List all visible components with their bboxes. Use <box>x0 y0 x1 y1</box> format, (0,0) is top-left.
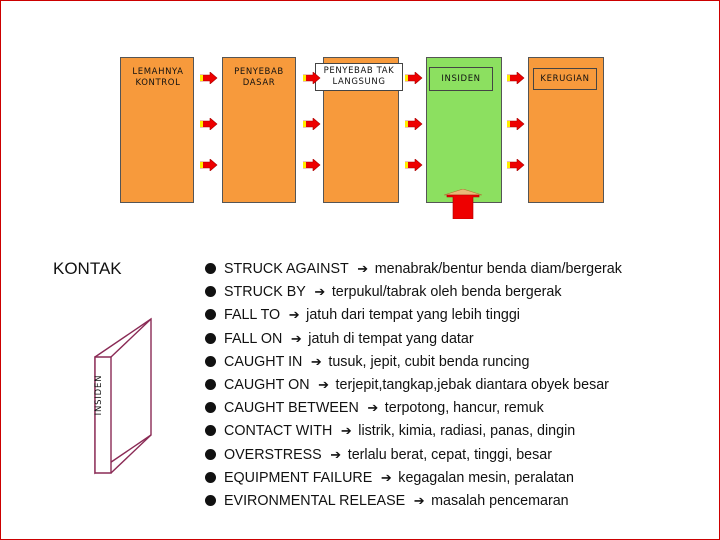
item-desc: jatuh di tempat yang datar <box>308 330 474 347</box>
bullet-icon <box>205 263 216 274</box>
right-arrow-icon <box>507 118 525 130</box>
bullet-icon <box>205 425 216 437</box>
bullet-icon <box>205 309 216 321</box>
item-desc: terpukul/tabrak oleh benda bergerak <box>331 284 562 301</box>
right-arrow-icon <box>303 72 321 84</box>
right-arrow-icon <box>200 72 218 84</box>
right-arrow-icon <box>200 159 218 171</box>
column-label: INSIDEN <box>429 67 493 91</box>
kontak-heading: KONTAK <box>53 259 122 278</box>
bullet-icon <box>205 332 216 344</box>
bullet-icon <box>205 378 216 390</box>
column-label: PENYEBAB DASAR <box>229 67 289 89</box>
list-item: FALL TO ➔ jatuh dari tempat yang lebih tin… <box>204 303 622 326</box>
arrow-icon: ➔ <box>340 423 352 439</box>
right-arrow-icon <box>507 159 525 171</box>
item-term: EQUIPMENT FAILURE <box>224 469 373 486</box>
item-term: CONTACT WITH <box>224 423 333 440</box>
bullet-icon <box>205 402 216 414</box>
list-item: CONTACT WITH ➔ listrik, kimia, radiasi, pa… <box>204 419 622 442</box>
right-arrow-icon <box>200 118 218 130</box>
list-item: FALL ON ➔ jatuh di tempat yang datar <box>204 327 622 350</box>
book-spine-text: INSIDEN <box>94 374 104 416</box>
arrow-icon: ➔ <box>413 492 425 508</box>
column-label: LEMAHNYA KONTROL <box>127 67 189 89</box>
item-desc: jatuh dari tempat yang lebih tinggi <box>306 307 520 324</box>
item-term: CAUGHT ON <box>224 376 310 393</box>
list-item: CAUGHT BETWEEN ➔ terpotong, hancur, remuk <box>204 396 622 419</box>
item-desc: masalah pencemaran <box>431 492 569 509</box>
book-spine-label: INSIDEN <box>92 359 106 431</box>
item-term: STRUCK BY <box>224 284 306 301</box>
right-arrow-icon <box>303 159 321 171</box>
right-arrow-icon <box>507 72 525 84</box>
item-desc: menabrak/bentur benda diam/bergerak <box>374 261 622 277</box>
bullet-icon <box>205 494 216 506</box>
item-term: CAUGHT BETWEEN <box>224 400 359 417</box>
item-term: STRUCK AGAINST <box>224 261 349 277</box>
list-item: STRUCK BY ➔ terpukul/tabrak oleh benda ber… <box>204 280 622 303</box>
right-arrow-icon <box>405 72 423 84</box>
list-item: CAUGHT IN ➔ tusuk, jepit, cubit benda runc… <box>204 350 622 373</box>
item-term: EVIRONMENTAL RELEASE <box>224 492 406 509</box>
item-desc: kegagalan mesin, peralatan <box>398 469 574 486</box>
column-label: PENYEBAB TAK LANGSUNG <box>315 63 403 91</box>
right-arrow-icon <box>405 118 423 130</box>
bullet-icon <box>205 471 216 483</box>
arrow-icon: ➔ <box>367 400 379 416</box>
bullet-icon <box>205 355 216 367</box>
list-item: CAUGHT ON ➔ terjepit,tangkap,jebak diantar… <box>204 373 622 396</box>
item-desc: terpotong, hancur, remuk <box>384 400 544 417</box>
up-arrow-icon <box>442 188 484 220</box>
item-term: FALL ON <box>224 330 283 347</box>
bullet-icon <box>205 286 216 298</box>
list-item: EVIRONMENTAL RELEASE ➔ masalah pencemaran <box>204 489 622 512</box>
item-desc: terlalu berat, cepat, tinggi, besar <box>347 446 552 463</box>
item-desc: terjepit,tangkap,jebak diantara obyek be… <box>335 376 609 393</box>
arrow-icon: ➔ <box>318 376 329 392</box>
list-item: STRUCK AGAINST ➔ menabrak/bentur benda dia… <box>204 257 622 280</box>
arrow-icon: ➔ <box>288 307 300 323</box>
arrow-icon: ➔ <box>380 469 392 485</box>
arrow-icon: ➔ <box>290 330 302 346</box>
item-desc: tusuk, jepit, cubit benda runcing <box>328 353 530 370</box>
arrow-icon: ➔ <box>310 353 322 369</box>
right-arrow-icon <box>405 159 423 171</box>
column-label: KERUGIAN <box>533 68 597 90</box>
arrow-icon: ➔ <box>314 284 326 300</box>
contact-type-list: STRUCK AGAINST ➔ menabrak/bentur benda dia… <box>204 257 622 512</box>
arrow-icon: ➔ <box>330 446 342 462</box>
book-illustration <box>91 315 161 475</box>
arrow-icon: ➔ <box>357 261 369 276</box>
item-desc: listrik, kimia, radiasi, panas, dingin <box>358 423 576 440</box>
item-term: CAUGHT IN <box>224 353 303 370</box>
right-arrow-icon <box>303 118 321 130</box>
item-term: FALL TO <box>224 307 281 324</box>
list-item: OVERSTRESS ➔ terlalu berat, cepat, tinggi,… <box>204 443 622 466</box>
item-term: OVERSTRESS <box>224 446 322 463</box>
bullet-icon <box>205 448 216 460</box>
list-item: EQUIPMENT FAILURE ➔ kegagalan mesin, peral… <box>204 466 622 489</box>
